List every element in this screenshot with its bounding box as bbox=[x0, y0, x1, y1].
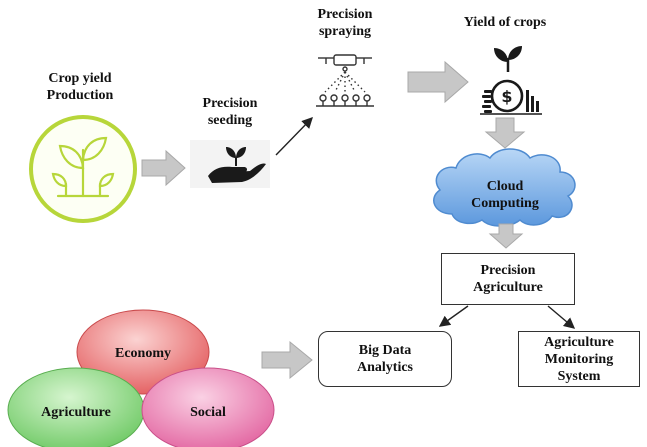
crop-yield-label: Crop yield Production bbox=[20, 70, 140, 104]
economy-label: Economy bbox=[115, 346, 171, 361]
crop-yield-label-line2: Production bbox=[46, 88, 114, 103]
cloud-computing-label: Cloud Computing bbox=[455, 178, 555, 212]
precision-spraying-label-line2: spraying bbox=[318, 24, 372, 39]
monitoring-line3: System bbox=[557, 368, 601, 384]
arrow-precision-to-bigdata bbox=[438, 305, 469, 327]
agriculture-label: Agriculture bbox=[41, 405, 111, 420]
agriculture-monitoring-system-box: Agriculture Monitoring System bbox=[518, 331, 640, 387]
seedling-circle-icon bbox=[29, 115, 137, 223]
precision-spraying-label: Precision spraying bbox=[295, 6, 395, 40]
money-plant-icon: $ bbox=[480, 46, 542, 115]
cloud-computing-label-line1: Cloud bbox=[486, 179, 524, 194]
monitoring-line1: Agriculture bbox=[544, 334, 614, 350]
precision-agriculture-line2: Agriculture bbox=[473, 280, 543, 295]
arrow-yield-to-cloud bbox=[484, 117, 526, 149]
social-label: Social bbox=[190, 405, 226, 420]
cloud-computing-label-line2: Computing bbox=[471, 196, 539, 211]
crop-yield-label-line1: Crop yield bbox=[48, 71, 112, 86]
hand-sprout-icon bbox=[190, 140, 270, 188]
precision-spraying-label-line1: Precision bbox=[317, 7, 373, 22]
precision-agriculture-box: Precision Agriculture bbox=[441, 253, 575, 305]
arrow-spraying-to-yield bbox=[407, 60, 469, 104]
big-data-analytics-line2: Analytics bbox=[357, 360, 413, 375]
precision-agriculture-line1: Precision bbox=[480, 263, 536, 278]
arrow-seeding-to-spraying bbox=[275, 116, 313, 156]
big-data-analytics-box: Big Data Analytics bbox=[318, 331, 452, 387]
big-data-analytics-line1: Big Data bbox=[358, 343, 412, 358]
drone-spraying-icon bbox=[316, 54, 374, 107]
yield-of-crops-label: Yield of crops bbox=[463, 15, 547, 30]
precision-seeding-label-line2: seeding bbox=[207, 113, 253, 128]
monitoring-line2: Monitoring bbox=[544, 351, 614, 367]
arrow-precision-to-monitoring bbox=[547, 305, 576, 329]
arrow-cloud-to-precision bbox=[488, 223, 524, 249]
arrow-crop-to-seeding bbox=[141, 149, 186, 187]
arrow-venn-to-bigdata bbox=[261, 340, 313, 380]
social-circle bbox=[141, 367, 275, 447]
precision-seeding-label-line1: Precision bbox=[202, 96, 258, 111]
svg-text:$: $ bbox=[501, 87, 512, 106]
precision-seeding-label: Precision seeding bbox=[180, 95, 280, 129]
